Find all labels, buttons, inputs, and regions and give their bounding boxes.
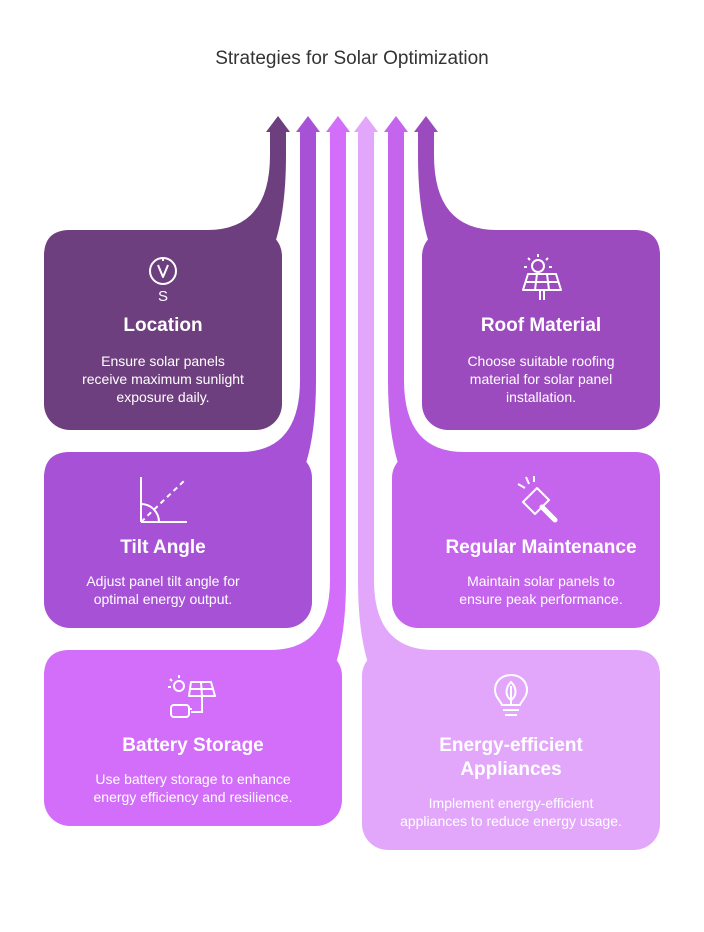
- card-title: Tilt Angle: [120, 537, 206, 558]
- card-title: Location: [123, 315, 203, 336]
- battery-solar-icon: [44, 670, 342, 726]
- angle-icon: [44, 472, 282, 528]
- card-regular-maintenance: Regular Maintenance Maintain solar panel…: [392, 452, 660, 628]
- card-battery-storage: Battery Storage Use battery storage to e…: [44, 650, 342, 826]
- card-description: Choose suitable roofing material for sol…: [467, 353, 615, 405]
- card-roof-material: Roof Material Choose suitable roofing ma…: [422, 230, 660, 430]
- card-energy-efficient-appliances: Energy-efficient Appliances Implement en…: [362, 650, 660, 850]
- page-title: Strategies for Solar Optimization: [215, 48, 489, 69]
- card-description: Adjust panel tilt angle for optimal ener…: [86, 573, 240, 607]
- card-location: S Location Ensure solar panels receive m…: [44, 230, 282, 430]
- compass-icon: S: [44, 252, 282, 308]
- card-title: Regular Maintenance: [445, 537, 637, 558]
- svg-text:S: S: [158, 288, 168, 305]
- card-description: Use battery storage to enhance energy ef…: [93, 771, 293, 805]
- card-description: Implement energy-efficient appliances to…: [400, 795, 622, 829]
- card-description: Maintain solar panels to ensure peak per…: [459, 573, 623, 607]
- card-title: Energy-efficient Appliances: [439, 735, 583, 780]
- card-tilt-angle: Tilt Angle Adjust panel tilt angle for o…: [44, 452, 312, 628]
- eco-bulb-icon: [362, 670, 660, 726]
- solar-panel-sun-icon: [422, 250, 660, 306]
- card-description: Ensure solar panels receive maximum sunl…: [82, 353, 244, 405]
- card-title: Battery Storage: [122, 735, 264, 756]
- squeegee-icon: [422, 472, 660, 528]
- card-title: Roof Material: [480, 315, 602, 336]
